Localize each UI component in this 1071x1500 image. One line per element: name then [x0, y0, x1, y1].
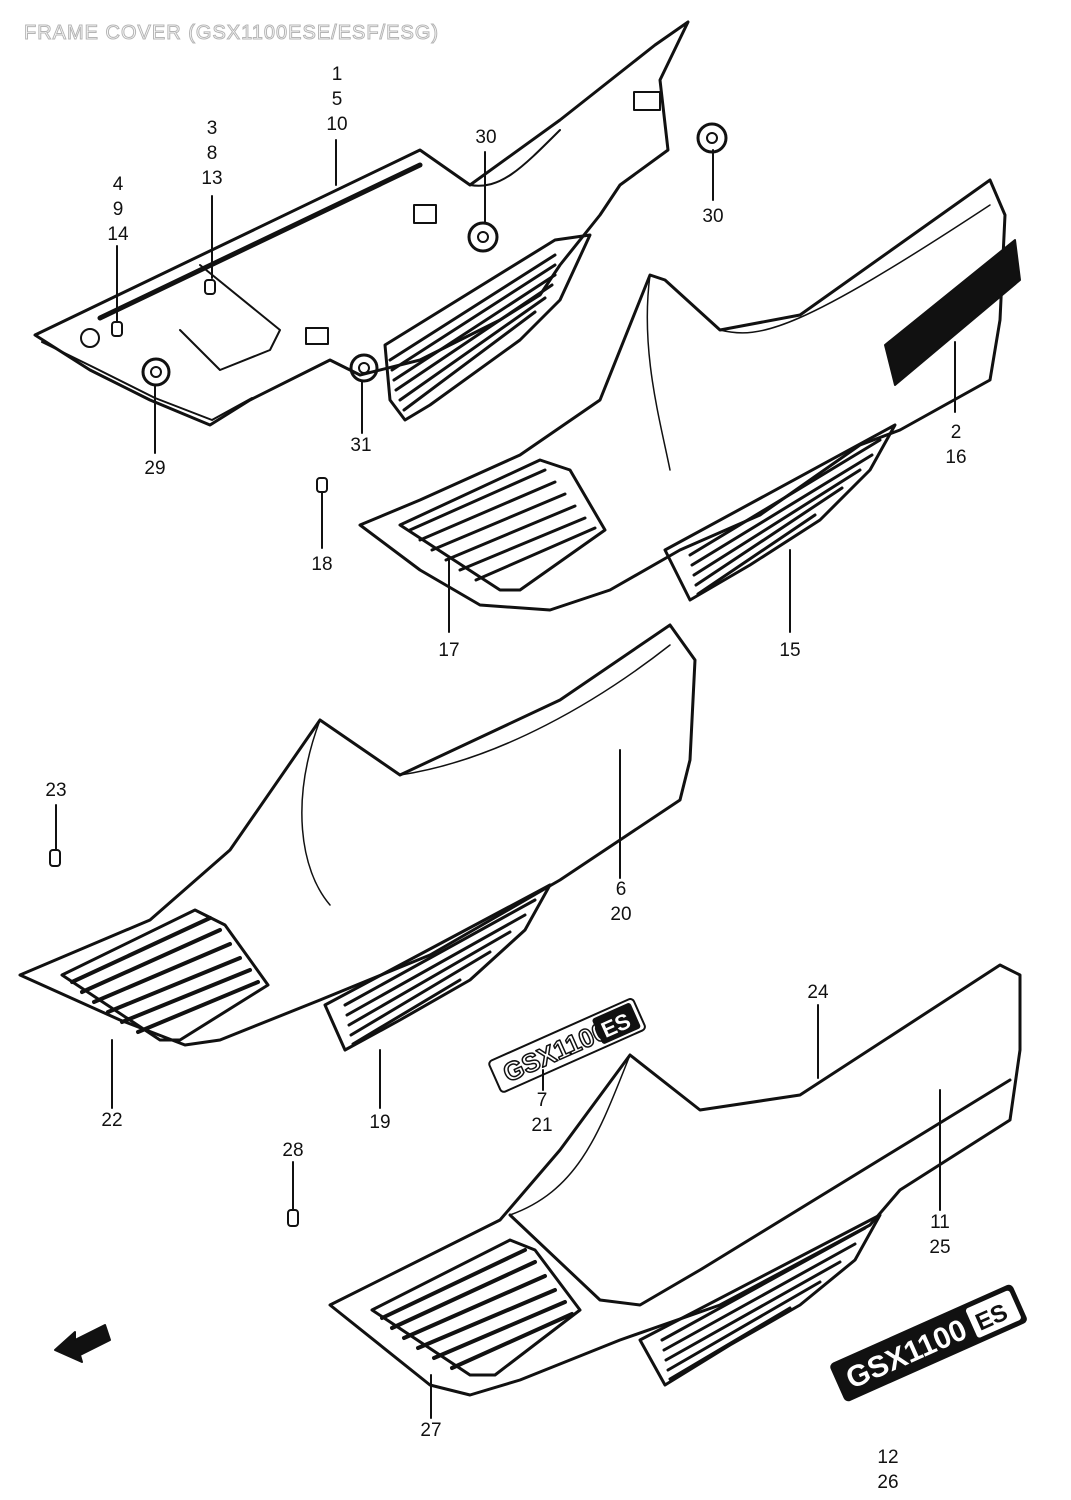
frame-cover-middle — [18, 623, 697, 1052]
callout-30-a: 30 — [475, 127, 497, 148]
emblem-lower: GSX1100 ES — [830, 1284, 1027, 1402]
frame-cover-lower — [328, 963, 1022, 1397]
front-arrow-icon — [54, 1324, 111, 1363]
leader-lines — [55, 139, 956, 1419]
callout-22: 22 — [101, 1110, 123, 1131]
callout-15: 15 — [779, 640, 801, 661]
emblem-upper: GSX1100 ES — [488, 998, 646, 1093]
callout-19: 19 — [369, 1112, 391, 1133]
callout-23: 23 — [45, 780, 67, 801]
callout-24: 24 — [807, 982, 829, 1003]
callout-28: 28 — [282, 1140, 304, 1161]
callout-30-b: 30 — [702, 206, 724, 227]
frame-cover-upper — [358, 178, 1021, 612]
diagram-title: FRAME COVER (GSX1100ESE/ESF/ESG) — [23, 22, 440, 45]
callout-27: 27 — [420, 1420, 442, 1441]
callout-18: 18 — [311, 554, 333, 575]
callout-31: 31 — [350, 435, 372, 456]
callout-17: 17 — [438, 640, 460, 661]
callout-29: 29 — [144, 458, 166, 479]
inner-frame-cover — [33, 20, 690, 427]
